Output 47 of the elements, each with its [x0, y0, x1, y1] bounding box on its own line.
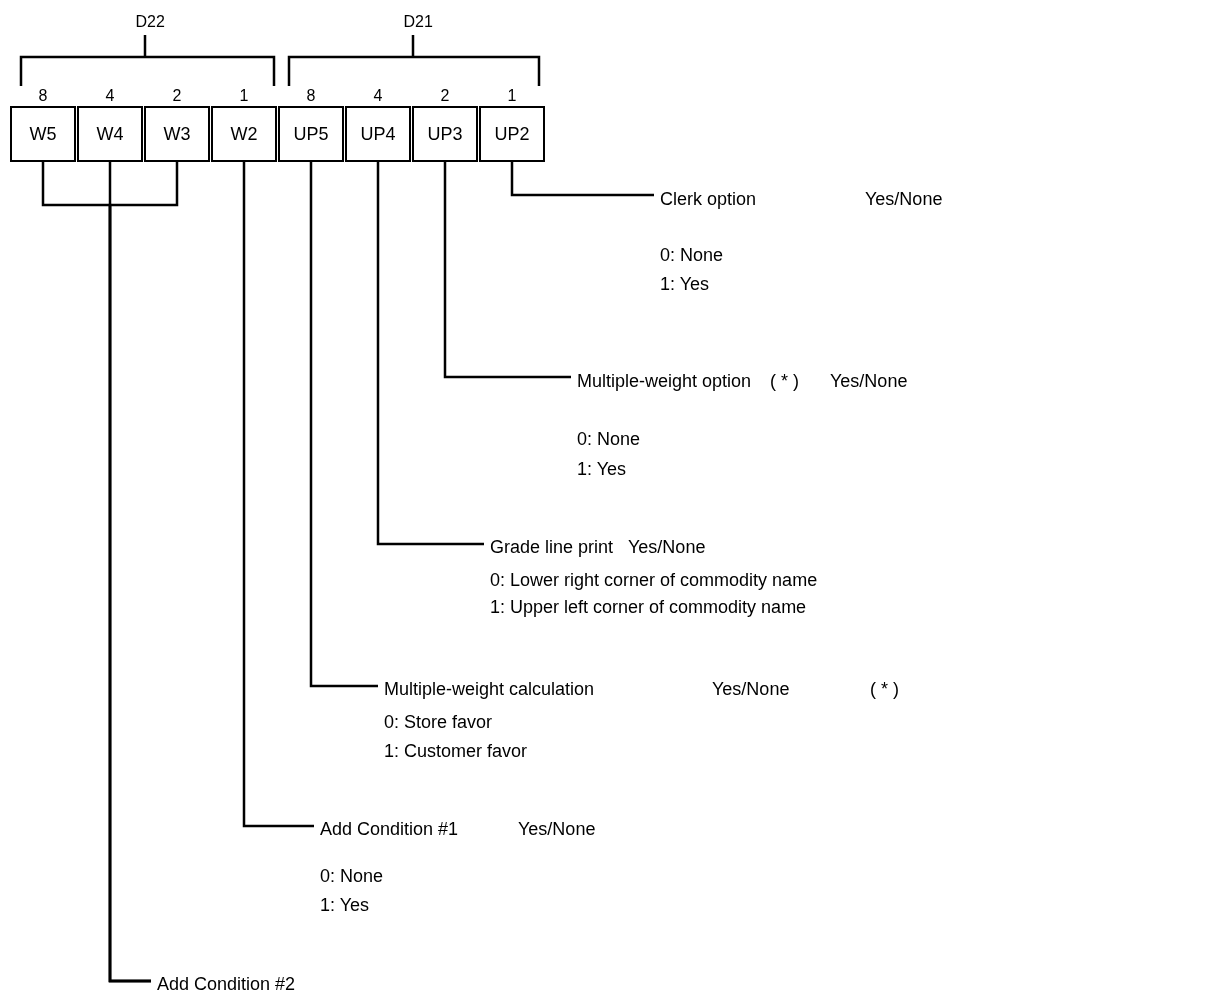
bit-weight: 8	[38, 88, 48, 104]
note-mark: ( * )	[870, 680, 899, 698]
register-bit-box: W3	[144, 106, 210, 162]
option-name: Add Condition #2	[157, 975, 296, 993]
bit-weight: 8	[306, 88, 316, 104]
setting-item: 0: None	[577, 430, 641, 448]
register-bit-box: UP2	[479, 106, 545, 162]
option-values: Yes/None	[518, 820, 596, 838]
leader-line	[510, 162, 654, 197]
setting-item: 0: None	[660, 246, 724, 264]
bit-weight: 4	[373, 88, 383, 104]
leader-line	[242, 162, 314, 828]
option-name: Add Condition #1	[320, 820, 459, 838]
setting-item: 1: Customer favor	[384, 742, 528, 760]
option-values: Yes/None	[628, 538, 706, 556]
option-name: Multiple-weight calculation	[384, 680, 595, 698]
setting-item: 0: Store favor	[384, 713, 493, 731]
setting-item: 1: Yes	[320, 896, 370, 914]
bit-weight: 4	[105, 88, 115, 104]
setting-item: 1: Upper left corner of commodity name	[490, 598, 807, 616]
register-name: D22	[135, 14, 165, 30]
register-bit-box: UP4	[345, 106, 411, 162]
setting-item: 0: Lower right corner of commodity name	[490, 571, 818, 589]
bit-weight: 2	[440, 88, 450, 104]
bit-weight: 1	[507, 88, 517, 104]
leader-line	[443, 162, 571, 379]
bit-weight: 1	[239, 88, 249, 104]
option-name: Clerk option	[660, 190, 757, 208]
register-bit-box: W5	[10, 106, 76, 162]
option-values: Yes/None	[712, 680, 790, 698]
setting-item: 1: Yes	[660, 275, 710, 293]
register-bit-box: W2	[211, 106, 277, 162]
register-bit-box: UP5	[278, 106, 344, 162]
leader-line	[376, 162, 484, 546]
setting-item: 0: None	[320, 867, 384, 885]
leader-line	[309, 162, 378, 688]
bit-weight: 2	[172, 88, 182, 104]
register-name: D21	[403, 14, 433, 30]
option-values: Yes/None	[865, 190, 943, 208]
option-values: Yes/None	[830, 372, 908, 390]
option-name: Multiple-weight option	[577, 372, 752, 390]
leader-line	[108, 162, 179, 983]
note-mark: ( * )	[770, 372, 799, 390]
register-bit-box: UP3	[412, 106, 478, 162]
register-bit-box: W4	[77, 106, 143, 162]
option-name: Grade line print	[490, 538, 614, 556]
setting-item: 1: Yes	[577, 460, 627, 478]
